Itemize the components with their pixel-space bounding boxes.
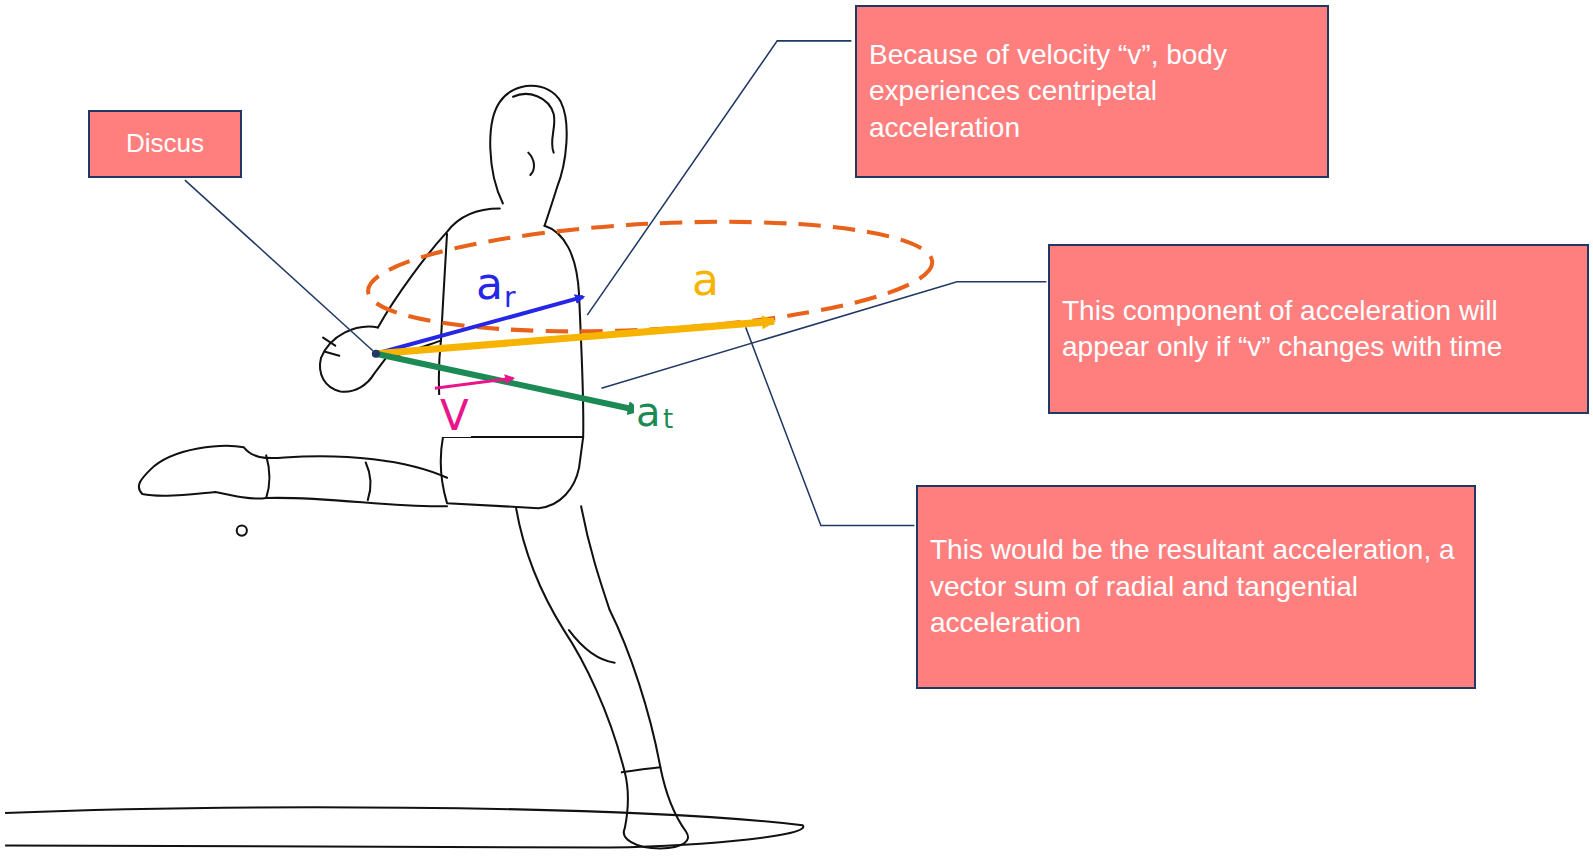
velocity-arrow [435,378,513,388]
callout-box: Because of velocity “v”, body experience… [855,5,1329,178]
circular-path [365,209,935,344]
callout-text: This component of acceleration will appe… [1062,293,1575,366]
vector-subscript: t [661,406,675,432]
part-label-box: Discus [88,110,242,178]
athlete-figure [139,86,688,849]
vector-symbol: V [438,395,471,437]
vector-symbol: a [690,258,721,302]
callout-text: Because of velocity “v”, body experience… [869,37,1315,146]
resultant-acceleration-arrow [376,321,774,354]
discus-point [372,350,380,358]
callout-box: This would be the resultant acceleration… [916,485,1476,689]
vector-subscript: r [502,284,518,312]
vector-symbol: a [634,392,663,432]
callout-text: This would be the resultant acceleration… [930,532,1462,641]
vector-symbol: a [474,262,505,306]
callout-text: Discus [102,127,228,161]
callout-box: This component of acceleration will appe… [1048,244,1589,414]
tangential-acceleration-arrow [376,354,640,411]
